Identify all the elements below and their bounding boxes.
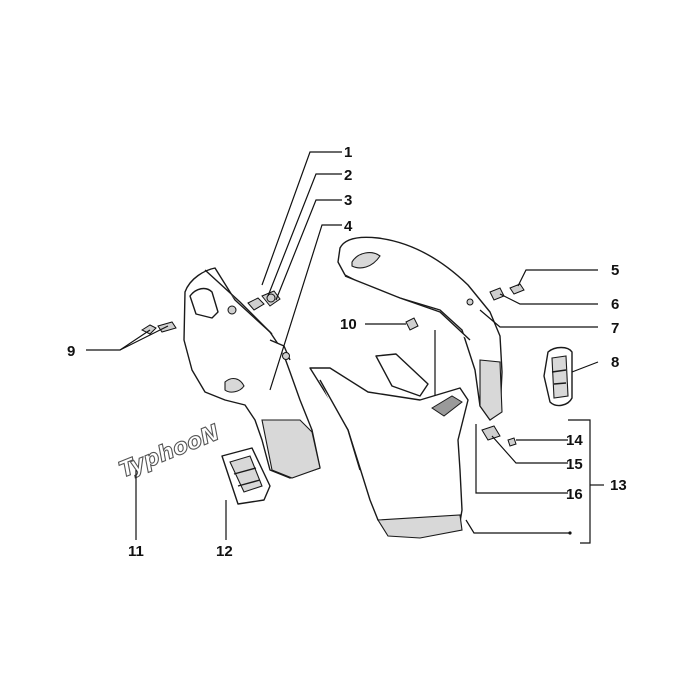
screw-10 (405, 317, 419, 331)
leader-lines (86, 151, 604, 544)
emblem-text: TyphooN (116, 421, 223, 484)
callout-16: 16 (566, 486, 583, 503)
screw-14 (507, 437, 517, 447)
screw-5 (509, 283, 525, 295)
callout-9: 9 (67, 343, 75, 360)
emblem-11: TyphooN (115, 420, 224, 484)
callout-5: 5 (611, 262, 619, 279)
callout-3: 3 (344, 192, 352, 209)
callout-1: 1 (344, 144, 352, 161)
callout-11: 11 (128, 543, 144, 560)
callout-14: 14 (566, 432, 583, 449)
lens-12 (221, 447, 271, 505)
nut-15 (481, 425, 501, 441)
callout-7: 7 (611, 320, 619, 337)
callout-2: 2 (344, 167, 352, 184)
clip-6 (489, 287, 505, 301)
callout-12: 12 (216, 543, 233, 560)
lens-8 (543, 346, 573, 407)
screw-9 (140, 321, 177, 335)
callout-15: 15 (566, 456, 583, 473)
small-hardware (405, 283, 525, 447)
lower-front-shield (309, 353, 469, 539)
callout-4: 4 (344, 218, 353, 235)
upper-rear-fairing (337, 236, 503, 421)
left-side-panel (183, 267, 321, 479)
callout-10: 10 (340, 316, 357, 333)
fastener-2-3 (247, 290, 281, 311)
callout-13: 13 (610, 477, 627, 494)
callout-8: 8 (611, 354, 619, 371)
callout-labels: 1 2 3 4 5 6 7 8 9 10 11 12 13 14 15 16 (67, 144, 627, 560)
callout-6: 6 (611, 296, 619, 313)
